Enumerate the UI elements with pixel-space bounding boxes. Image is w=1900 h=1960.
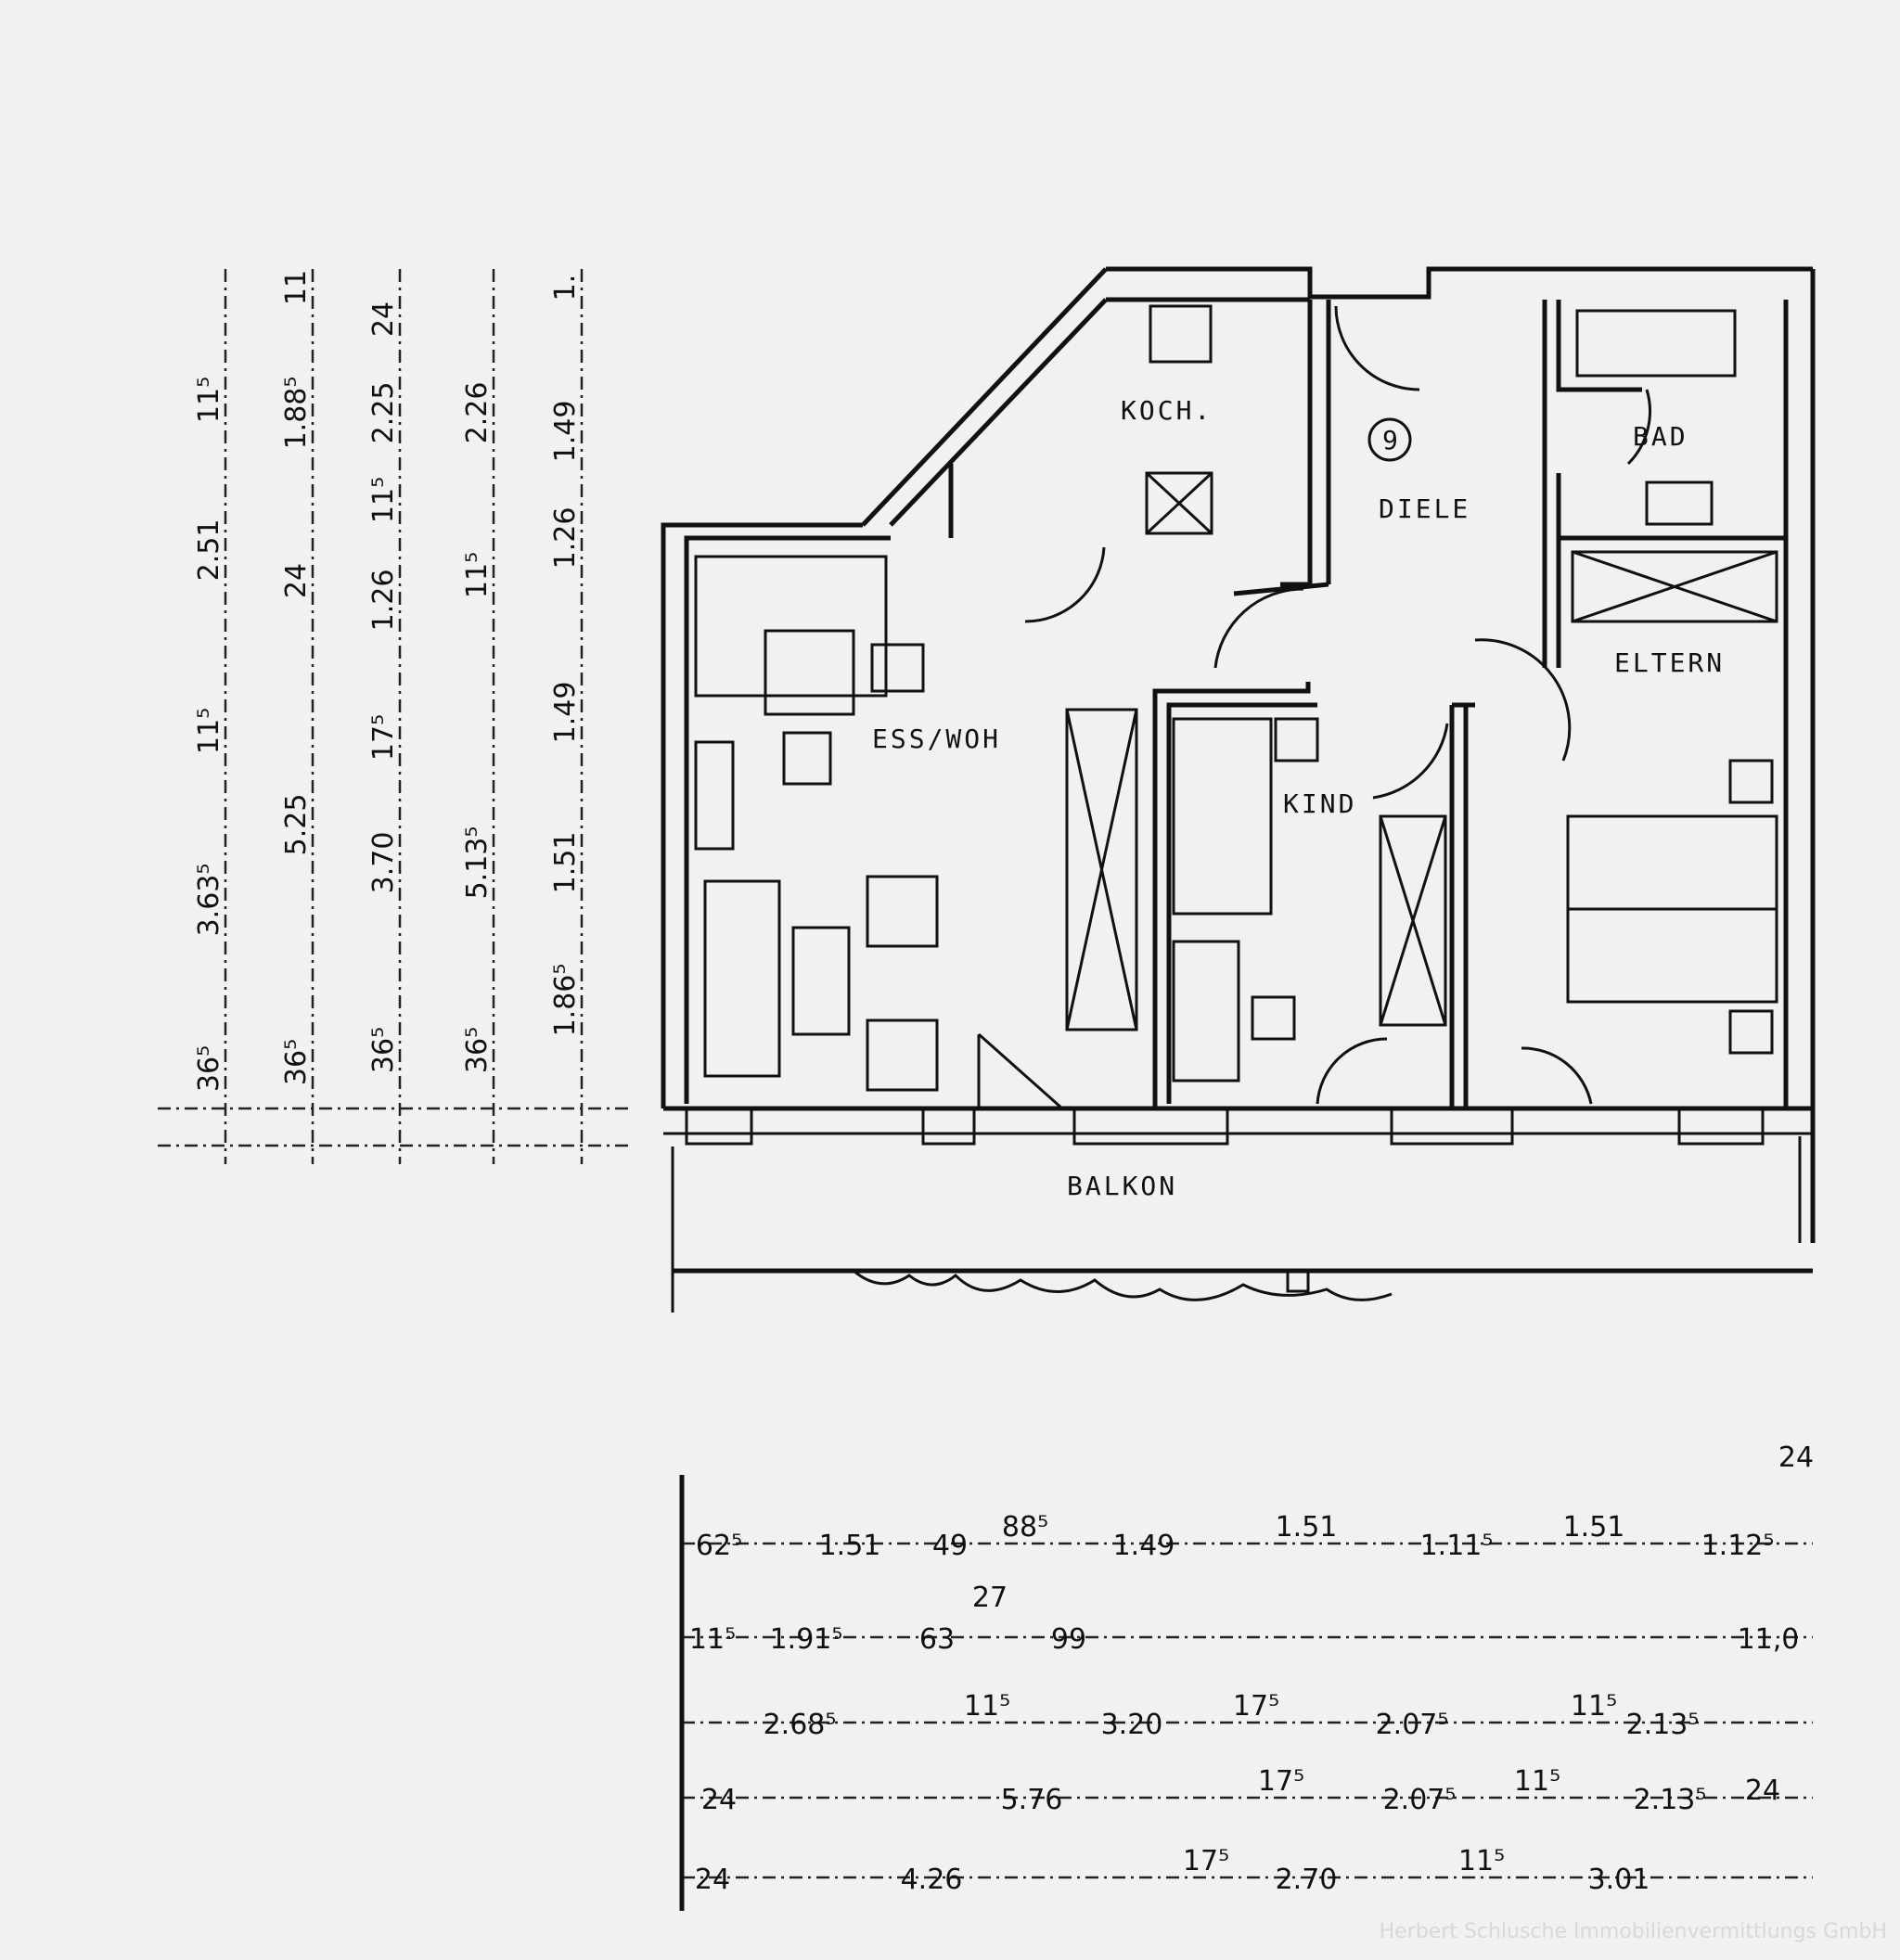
dimension-label: 24 [1745,1774,1780,1807]
dimension-label: 11⁵ [461,552,494,598]
door-swings [977,305,1651,1110]
room-label-bath: BAD [1633,421,1688,452]
dimension-label: 1.86⁵ [549,964,582,1037]
dimension-label: 24 [695,1864,730,1896]
dimensions-bottom: 62⁵ 1.51 49 88⁵ 1.49 1.51 1.11⁵ 1.51 1.12⁵ 24 11⁵ 1… [689,1441,1814,1896]
room-label-living: ESS/WOH [872,724,1001,754]
room-label-parents: ELTERN [1614,647,1725,678]
dimension-label: 2.13⁵ [1626,1709,1700,1741]
dimension-label: 49 [932,1530,968,1562]
dimension-label: 24 [701,1784,737,1816]
dimension-label: 11⁵ [193,377,225,423]
dimension-label: 11⁵ [689,1623,736,1656]
dimension-label: 36⁵ [193,1045,225,1092]
dimension-label: 17⁵ [1258,1765,1304,1798]
dimension-label: 1.51 [1276,1511,1338,1544]
room-label-balcony: BALKON [1067,1171,1177,1201]
dimensions-left: 36⁵ 3.63⁵ 11⁵ 2.51 11⁵ 36⁵ 5.25 24 1.88⁵ 11 36⁵ 3.7… [193,270,582,1092]
dimension-label: 3.01 [1588,1864,1650,1896]
dimension-label: 5.25 [280,794,313,856]
garden-scribble [853,1269,1393,1301]
dimension-label: 63 [919,1623,955,1656]
furniture [694,304,1778,1092]
room-label-kitchen: KOCH. [1121,395,1213,426]
dimension-label: 88⁵ [1002,1511,1048,1544]
dimension-label: 1.51 [1563,1511,1625,1544]
dimension-label: 24 [280,563,313,598]
dimension-label: 1.12⁵ [1701,1530,1775,1562]
dimension-label: 3.70 [367,832,400,894]
dimension-label: 1.49 [549,682,582,744]
dimension-label: 36⁵ [280,1039,313,1085]
dimension-label: 4.26 [901,1864,963,1896]
dimension-label: 1.26 [549,507,582,570]
dimension-label: 1.49 [1113,1530,1175,1562]
dimension-label: 99 [1051,1623,1086,1656]
dimension-label: 5.13⁵ [461,826,494,900]
unit-number: 9 [1382,425,1401,455]
dimension-label: 1.49 [549,401,582,463]
dimension-label: 2.26 [461,382,494,444]
dimension-label: 11⁵ [1571,1690,1617,1723]
dimension-lines [158,269,1813,1911]
room-label-hall: DIELE [1379,493,1470,524]
watermark: Herbert Schlusche Immobilienvermittlungs… [1379,1920,1887,1943]
room-label-child: KIND [1283,788,1356,819]
dimension-label: 36⁵ [367,1027,400,1073]
dimension-label: 36⁵ [461,1027,494,1073]
dimension-label: 11,0 [1738,1623,1800,1656]
dimension-label: 1.11⁵ [1420,1530,1494,1562]
dimension-label: 11⁵ [1458,1845,1505,1877]
dimension-label: 1.26 [367,570,400,632]
dimension-label: 2.25 [367,382,400,444]
unit-number-circle [1367,417,1412,462]
dimension-label: 2.07⁵ [1376,1709,1449,1741]
dimension-label: 27 [972,1582,1008,1614]
dimension-label: 2.68⁵ [764,1709,837,1741]
dimension-label: 11⁵ [367,477,400,523]
dimension-label: 2.70 [1276,1864,1338,1896]
dimension-label: 11⁵ [964,1690,1010,1723]
dimension-label: 3.20 [1101,1709,1163,1741]
dimension-label: 1. [549,275,582,301]
dimension-label: 1.91⁵ [770,1623,843,1656]
dimension-label: 5.76 [1001,1784,1063,1816]
dimension-label: 11 [280,270,313,305]
dimension-label: 1.51 [549,832,582,894]
dimension-label: 3.63⁵ [193,864,225,937]
dimension-label: 17⁵ [1183,1845,1229,1877]
dimension-label: 24 [1778,1441,1814,1474]
dimension-label: 17⁵ [367,714,400,761]
walls [661,266,1816,1313]
dimension-label: 62⁵ [696,1530,742,1562]
dimension-label: 2.13⁵ [1634,1784,1707,1816]
dimension-label: 11⁵ [1514,1765,1560,1798]
dimension-label: 2.51 [193,519,225,582]
dimension-label: 1.88⁵ [280,377,313,450]
dimension-label: 17⁵ [1233,1690,1279,1723]
dimension-label: 11⁵ [193,708,225,754]
dimension-label: 24 [367,301,400,337]
dimension-label: 1.51 [819,1530,881,1562]
dimension-label: 2.07⁵ [1383,1784,1457,1816]
